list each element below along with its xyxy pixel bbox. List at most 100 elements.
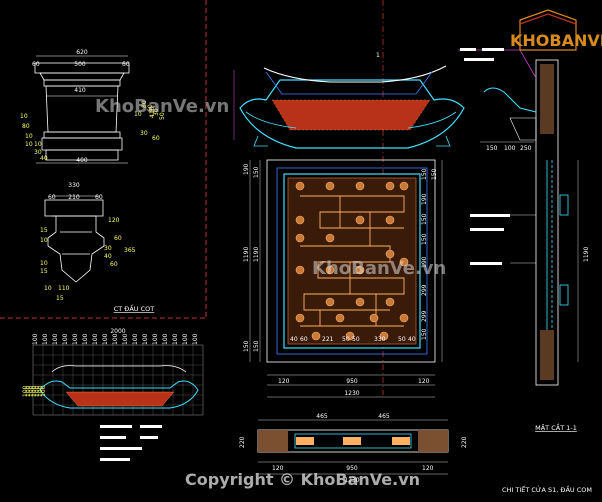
cornice-dim-side-0: 100 <box>22 385 29 397</box>
win-dim-outer-2: 120 <box>418 378 430 385</box>
bracket-dim-side-5: 10 <box>44 285 52 292</box>
win-dim-right-5: 299 <box>421 284 428 296</box>
cornice-dim-total: 2000 <box>110 328 125 335</box>
capital-dim-mid: 500 <box>74 61 86 68</box>
plan-dim-top-0: 465 <box>316 413 328 420</box>
bracket-dim-side-9: 30 <box>104 245 112 252</box>
plan-dim-side-0: 220 <box>239 436 246 448</box>
window-rosette <box>295 181 305 191</box>
watermarks: KHOBANVE KhoBanVe.vn KhoBanVe.vn Copyrig… <box>95 9 602 489</box>
window-rosette <box>355 181 365 191</box>
win-dim-inner-2: 221 <box>322 336 334 343</box>
window-rosette <box>295 265 305 275</box>
win-dim-left-0: 190 <box>243 163 250 175</box>
bracket-dim-side-8: 60 <box>114 235 122 242</box>
capital-dim-side-8: 410 <box>149 106 156 118</box>
bracket-dim-side-6: 110 <box>58 285 70 292</box>
bracket-dim-left: 60 <box>48 194 56 201</box>
cornice-dim-top-10: 100 <box>132 333 139 345</box>
bracket-detail <box>44 195 105 283</box>
side-dim-right: 1190 <box>583 247 590 262</box>
plan-dim-bottom-2: 120 <box>422 465 434 472</box>
plan-dim-side-1: 220 <box>461 436 468 448</box>
bracket-dim-right: 60 <box>95 194 103 201</box>
cornice-dim-top-12: 100 <box>152 333 159 345</box>
capital-dim-side-5: 30 <box>34 149 42 156</box>
capital-detail <box>34 55 130 164</box>
side-section: 150 100 250 1190 MẶT CẮT 1-1 <box>458 48 590 432</box>
win-dim-inner-0: 40 <box>290 336 298 343</box>
capital-dim-left: 60 <box>32 61 40 68</box>
capital-dim-side-14: 60 <box>152 135 160 142</box>
window-rosette <box>295 233 305 243</box>
cornice-dim-side-4: 100 <box>34 385 41 397</box>
capital-dim-side-2: 10 <box>25 133 33 140</box>
bracket-dim-side-10: 40 <box>104 253 112 260</box>
watermark-center: KhoBanVe.vn <box>312 258 446 279</box>
window-frame <box>266 159 436 363</box>
cornice-dim-top-13: 100 <box>162 333 169 345</box>
bracket-dim-side-4: 15 <box>56 295 64 302</box>
window-rosette <box>399 313 409 323</box>
win-dim-total: 1230 <box>344 390 359 397</box>
win-dim-right-6: 299 <box>421 310 428 322</box>
side-dim-top-2: 250 <box>520 145 532 152</box>
capital-dim-bottom: 400 <box>76 157 88 164</box>
bracket-caption: CT ĐẦU COT <box>114 303 155 313</box>
footer-caption: CHI TIẾT CỬA S1, ĐẦU COM <box>502 484 592 494</box>
section-axis-label: 1 <box>376 52 380 59</box>
bracket-dim-side-11: 60 <box>110 261 118 268</box>
win-dim-left-3: 150 <box>243 340 250 352</box>
win-dim-right-4: 190 <box>421 256 428 268</box>
window-rosette <box>345 331 355 341</box>
win-dim-right-0: 150 <box>421 168 428 180</box>
window-dims <box>249 160 443 398</box>
window-rosette <box>385 297 395 307</box>
cornice-dim-side-2: 100 <box>28 385 35 397</box>
win-dim-inner-1: 60 <box>300 336 308 343</box>
watermark-left: KhoBanVe.vn <box>95 96 229 117</box>
watermark-footer: Copyright © KhoBanVe.vn <box>185 470 420 489</box>
bracket-dim-total: 330 <box>68 182 80 189</box>
bracket-dim-side-0: 15 <box>40 227 48 234</box>
window-rosette <box>295 215 305 225</box>
window-rosette <box>325 181 335 191</box>
brand-logo <box>519 9 577 51</box>
window-rosette <box>325 233 335 243</box>
win-dim-left-1: 1190 <box>243 247 250 262</box>
cornice-dim-top-11: 100 <box>142 333 149 345</box>
window-rosette <box>325 265 335 275</box>
win-dim-inner-6: 50 <box>398 336 406 343</box>
capital-dim-right: 60 <box>122 61 130 68</box>
capital-dim-inner: 410 <box>74 87 86 94</box>
capital-dim-side-12: 50 <box>159 112 166 120</box>
bracket-dim-side-12: 365 <box>124 247 136 254</box>
cornice-dim-top-7: 100 <box>102 333 109 345</box>
cornice-dim-side-1: 100 <box>25 385 32 397</box>
win-dim-inner-7: 40 <box>408 336 416 343</box>
plan-dim-bottom-1: 950 <box>346 465 358 472</box>
window-rosette <box>355 297 365 307</box>
win-dim-right-3: 150 <box>421 233 428 245</box>
win-dim-right-2: 150 <box>421 213 428 225</box>
window-rosette <box>385 249 395 259</box>
side-dim-top-1: 100 <box>504 145 516 152</box>
window-rosette <box>385 215 395 225</box>
cornice-dim-side-6: 100 <box>40 385 47 397</box>
win-dim-left2-2: 150 <box>253 340 260 352</box>
window-rosette <box>335 313 345 323</box>
side-dim-top-0: 150 <box>486 145 498 152</box>
cornice-grid <box>32 344 204 416</box>
cornice-dim-side-3: 100 <box>31 385 38 397</box>
side-section-caption: MẶT CẮT 1-1 <box>535 422 577 432</box>
cornice-dim-side-5: 100 <box>37 385 44 397</box>
capital-dim-side-1: 80 <box>22 123 30 130</box>
win-dim-outer-0: 120 <box>278 378 290 385</box>
window-rosette <box>355 265 365 275</box>
brand-logo-text: KHOBANVE <box>510 31 602 50</box>
cornice-dim-top-4: 100 <box>72 333 79 345</box>
capital-dim-side-10: 60 <box>147 104 154 112</box>
